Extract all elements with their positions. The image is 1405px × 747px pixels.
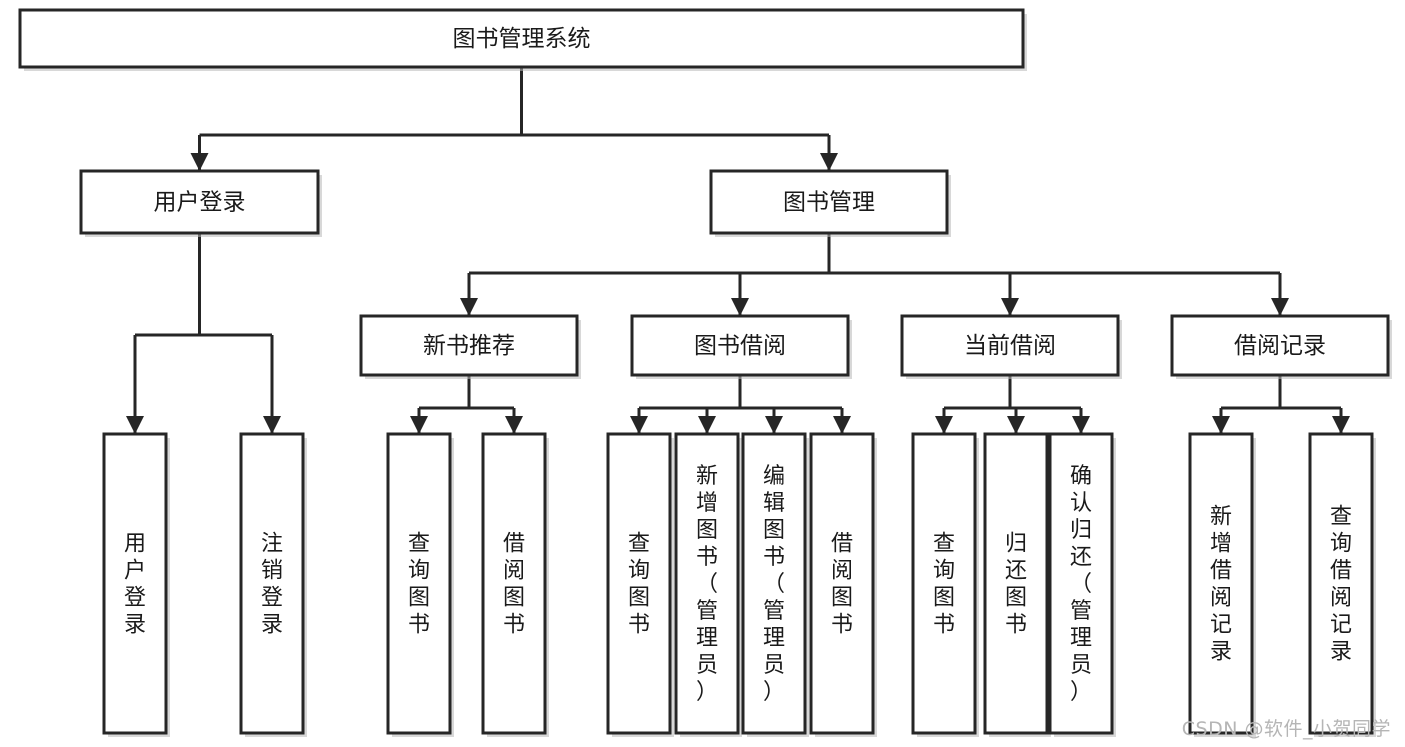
arrow-head-icon <box>1212 416 1230 434</box>
arrow-head-icon <box>505 416 523 434</box>
node-label: 归还图书 <box>1005 532 1027 638</box>
node-current-query-book[interactable]: 查询图书 <box>911 432 979 737</box>
node-rect[interactable] <box>983 432 1049 735</box>
node-rect[interactable] <box>1308 432 1374 735</box>
node-label: 查询借阅记录 <box>1330 505 1352 665</box>
node-label: 确认归还（管理员） <box>1070 464 1092 705</box>
node-records-add-record[interactable]: 新增借阅记录 <box>1188 432 1256 737</box>
arrow-head-icon <box>1007 416 1025 434</box>
node-rect[interactable] <box>359 314 579 377</box>
node-rect[interactable] <box>741 432 807 735</box>
arrow-head-icon <box>126 416 144 434</box>
node-label: 新书推荐 <box>423 333 515 359</box>
edges-layer <box>126 67 1350 434</box>
arrow-head-icon <box>460 298 478 316</box>
node-rect[interactable] <box>102 432 168 735</box>
arrow-head-icon <box>410 416 428 434</box>
node-label: 查询图书 <box>933 532 955 638</box>
node-label: 编辑图书（管理员） <box>763 464 785 705</box>
node-borrow-edit-book[interactable]: 编辑图书（管理员） <box>741 432 809 737</box>
arrow-head-icon <box>190 153 209 171</box>
node-rect[interactable] <box>386 432 452 735</box>
node-label: 图书借阅 <box>694 333 786 359</box>
node-rect[interactable] <box>911 432 977 735</box>
node-current-confirm-return[interactable]: 确认归还（管理员） <box>1048 432 1116 737</box>
node-rect[interactable] <box>709 169 949 235</box>
node-label: 用户登录 <box>154 190 246 216</box>
node-rect[interactable] <box>481 432 547 735</box>
arrow-head-icon <box>765 416 783 434</box>
node-current-return-book[interactable]: 归还图书 <box>983 432 1051 737</box>
node-recommend-borrow-book[interactable]: 借阅图书 <box>481 432 549 737</box>
node-label: 用户登录 <box>124 532 146 638</box>
arrow-head-icon <box>630 416 648 434</box>
node-rect[interactable] <box>79 169 320 235</box>
node-label: 注销登录 <box>261 532 283 638</box>
node-label: 借阅记录 <box>1234 333 1326 359</box>
node-label: 当前借阅 <box>964 333 1056 359</box>
node-rect[interactable] <box>900 314 1120 377</box>
node-label: 借阅图书 <box>831 532 853 638</box>
arrow-head-icon <box>1271 298 1289 316</box>
arrow-head-icon <box>1001 298 1019 316</box>
node-rect[interactable] <box>18 8 1025 69</box>
node-rect[interactable] <box>630 314 850 377</box>
arrow-head-icon <box>263 416 281 434</box>
arrow-head-icon <box>698 416 716 434</box>
arrow-head-icon <box>820 153 838 171</box>
nodes-layer: 图书管理系统用户登录用户登录注销登录图书管理新书推荐查询图书借阅图书图书借阅查询… <box>18 8 1392 737</box>
node-label: 新增图书（管理员） <box>696 464 718 705</box>
node-label: 借阅图书 <box>503 532 525 638</box>
node-user-login[interactable]: 用户登录 <box>79 169 322 237</box>
node-user-login-action[interactable]: 用户登录 <box>102 432 170 737</box>
arrow-head-icon <box>935 416 953 434</box>
node-new-book-recommend[interactable]: 新书推荐 <box>359 314 581 379</box>
node-rect[interactable] <box>809 432 875 735</box>
node-label: 查询图书 <box>408 532 430 638</box>
node-current-borrow[interactable]: 当前借阅 <box>900 314 1122 379</box>
node-label: 图书管理 <box>783 190 875 216</box>
node-rect[interactable] <box>239 432 305 735</box>
node-book-borrow[interactable]: 图书借阅 <box>630 314 852 379</box>
node-borrow-query-book[interactable]: 查询图书 <box>606 432 674 737</box>
node-rect[interactable] <box>1048 432 1114 735</box>
node-rect[interactable] <box>606 432 672 735</box>
node-label: 新增借阅记录 <box>1210 505 1232 665</box>
node-borrow-add-book[interactable]: 新增图书（管理员） <box>674 432 742 737</box>
node-user-logout-action[interactable]: 注销登录 <box>239 432 307 737</box>
node-records-query-record[interactable]: 查询借阅记录 <box>1308 432 1376 737</box>
arrow-head-icon <box>1332 416 1350 434</box>
node-label: 图书管理系统 <box>453 26 591 52</box>
node-rect[interactable] <box>1170 314 1390 377</box>
node-recommend-query-book[interactable]: 查询图书 <box>386 432 454 737</box>
node-book-management[interactable]: 图书管理 <box>709 169 951 237</box>
arrow-head-icon <box>1072 416 1090 434</box>
node-borrow-lend-book[interactable]: 借阅图书 <box>809 432 877 737</box>
node-borrow-records[interactable]: 借阅记录 <box>1170 314 1392 379</box>
arrow-head-icon <box>731 298 749 316</box>
node-label: 查询图书 <box>628 532 650 638</box>
arrow-head-icon <box>833 416 851 434</box>
node-rect[interactable] <box>674 432 740 735</box>
node-root[interactable]: 图书管理系统 <box>18 8 1027 71</box>
node-rect[interactable] <box>1188 432 1254 735</box>
